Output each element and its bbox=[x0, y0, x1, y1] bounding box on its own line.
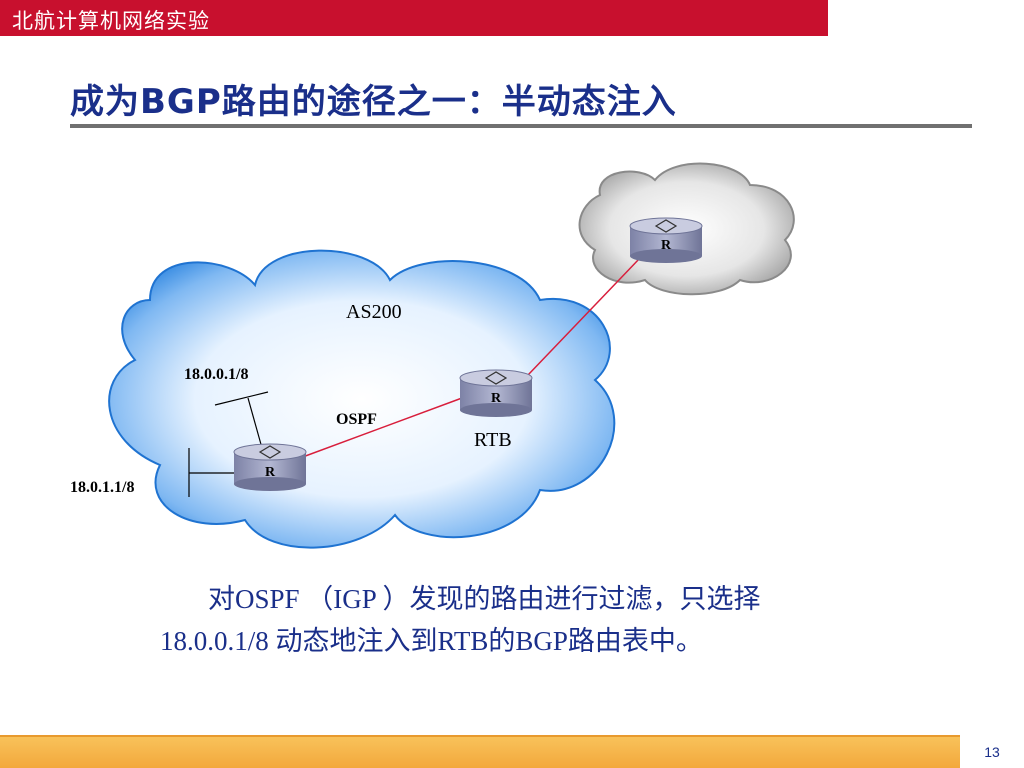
body-text: 对OSPF （IGP ）发现的路由进行过滤，只选择 18.0.0.1/8 动态地… bbox=[160, 578, 940, 662]
as200-cloud bbox=[108, 249, 616, 549]
header-bar: 北航计算机网络实验 bbox=[0, 0, 828, 36]
net1-label: 18.0.0.1/8 bbox=[184, 366, 248, 383]
router-external-icon: R bbox=[629, 217, 703, 263]
svg-text:R: R bbox=[491, 391, 502, 406]
footer-rule bbox=[0, 735, 960, 737]
title-divider bbox=[70, 124, 972, 128]
router-internal-icon: R bbox=[233, 443, 307, 491]
net1-drop bbox=[247, 397, 263, 449]
header-right bbox=[828, 0, 1024, 36]
svg-text:R: R bbox=[265, 465, 276, 480]
svg-text:R: R bbox=[661, 238, 672, 253]
body-line-1: 对OSPF （IGP ）发现的路由进行过滤，只选择 bbox=[208, 584, 761, 614]
router-rtb-icon: R bbox=[459, 369, 533, 417]
ospf-link bbox=[299, 397, 463, 459]
net1-segment bbox=[214, 391, 269, 406]
slide-title: 成为BGP路由的途径之一：半动态注入 bbox=[70, 82, 677, 122]
page-number: 13 bbox=[984, 744, 1000, 760]
ospf-label: OSPF bbox=[336, 411, 377, 428]
body-line-2: 18.0.0.1/8 动态地注入到RTB的BGP路由表中。 bbox=[160, 626, 703, 656]
ebgp-link bbox=[527, 257, 641, 376]
net2-label: 18.0.1.1/8 bbox=[70, 479, 134, 496]
header-title: 北航计算机网络实验 bbox=[12, 9, 210, 33]
as200-label: AS200 bbox=[346, 301, 402, 323]
footer-band bbox=[0, 737, 960, 768]
rtb-label: RTB bbox=[474, 429, 512, 451]
